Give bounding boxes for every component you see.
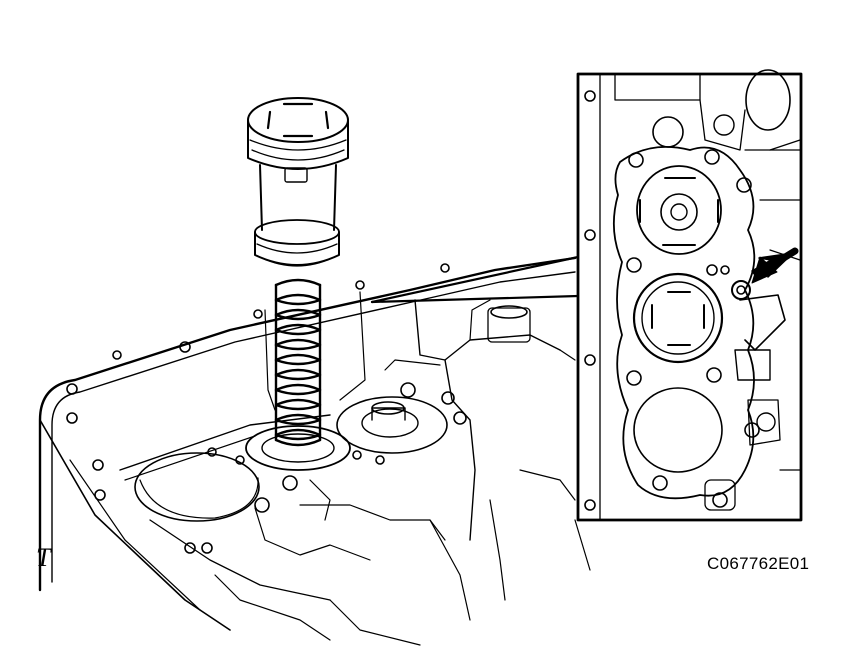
spring bbox=[274, 278, 322, 447]
callout-lines bbox=[370, 255, 580, 304]
figure-code: C067762E01 bbox=[707, 554, 810, 573]
detail-inset bbox=[576, 69, 803, 522]
corner-mark: T bbox=[36, 543, 51, 572]
transmission-case bbox=[38, 256, 591, 646]
accumulator-piston bbox=[247, 97, 349, 267]
arrow-icon bbox=[751, 247, 799, 284]
